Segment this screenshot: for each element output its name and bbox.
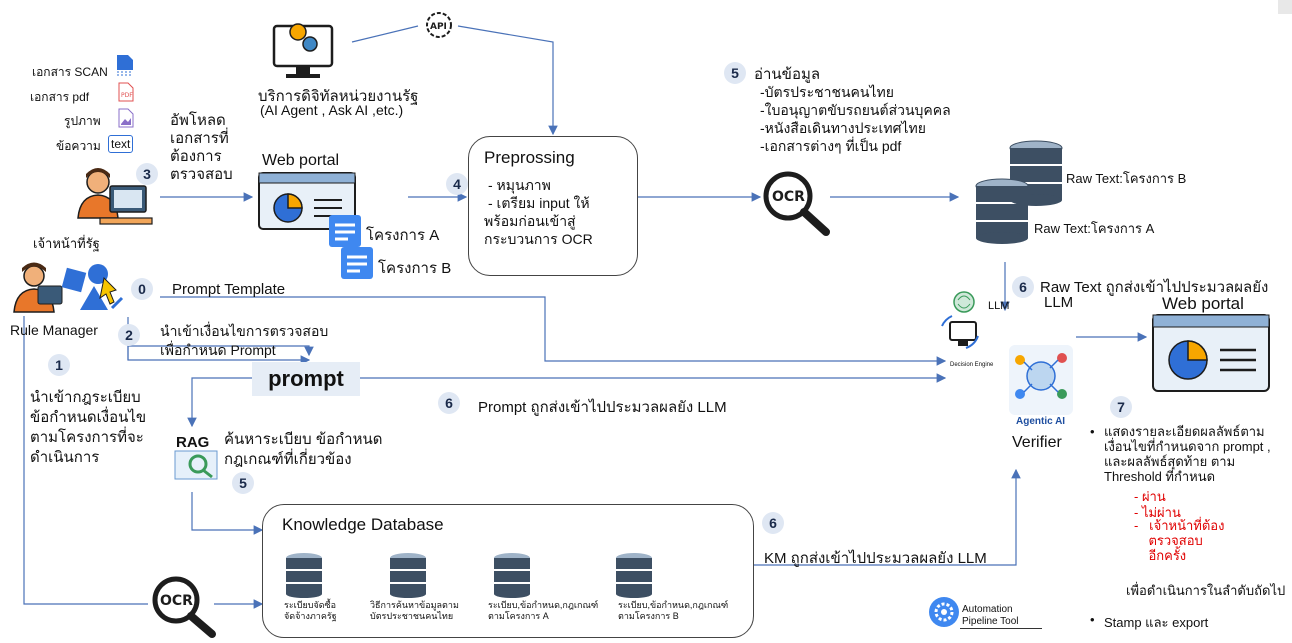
text-badge: text (108, 135, 134, 153)
raw-to-llm-label: Raw Text ถูกส่งเข้าไปประมวลผลยัง (1040, 279, 1269, 296)
decision-engine-label: Decision Engine (950, 362, 994, 368)
kdb-db4-label: ระเบียบ,ข้อกำหนด,กฎเกณฑ์ ตามโครงการ B (618, 600, 729, 621)
stamp-export-label: Stamp และ export (1104, 615, 1209, 630)
web-portal-result-icon (1152, 314, 1270, 392)
result-main-text: แสดงรายละเอียดผลลัพธ์ตาม เงื่อนไขที่กำหน… (1104, 424, 1271, 484)
read-data-line2: -ใบอนุญาตขับรถยนต์ส่วนบุคคล (760, 102, 951, 118)
km-to-llm-label: KM ถูกส่งเข้าไปประมวลผลยัง LLM (764, 550, 987, 567)
kdb-db1-icon (284, 552, 324, 598)
ocr-bottom-label: OCR (160, 593, 193, 609)
kdb-title: Knowledge Database (282, 515, 444, 534)
step-6-km-badge: 6 (762, 512, 784, 534)
prompt-to-llm-label: Prompt ถูกส่งเข้าไปประมวลผลยัง LLM (478, 399, 727, 416)
decision-engine-icon (936, 290, 984, 362)
pdf-file-icon: PDF (118, 82, 134, 102)
gov-service-sub: (AI Agent , Ask AI ,etc.) (260, 102, 404, 118)
result-next: เพื่อดำเนินการในลำดับถัดไป (1126, 583, 1286, 598)
rag-search-icon (174, 450, 218, 480)
step-1-badge: 1 (48, 354, 70, 376)
import-rules-label: นำเข้ากฎระเบียบ ข้อกำหนดเงื่อนไข ตามโครง… (30, 389, 147, 466)
official-person-icon (74, 168, 154, 232)
automation-underline (960, 628, 1042, 629)
prompt-box: prompt (252, 362, 360, 396)
image-file-icon (118, 108, 134, 128)
raw-text-b-database-icon (1008, 140, 1064, 206)
prompt-template-label: Prompt Template (172, 281, 286, 298)
project-b-label: โครงการ B (378, 260, 452, 277)
preprocessing-box (468, 136, 638, 276)
file-scan-icon (116, 54, 134, 78)
step-6-raw-badge: 6 (1012, 276, 1034, 298)
step-5-rag-badge: 5 (232, 472, 254, 494)
web-portal-top-label: Web portal (262, 152, 340, 169)
preprocess-title: Preprossing (484, 148, 575, 167)
preprocess-line1: - หมุนภาพ (488, 177, 551, 193)
raw-text-a-label: Raw Text:โครงการ A (1034, 221, 1155, 236)
web-portal-icon (258, 172, 356, 230)
doc-pdf-label: เอกสาร pdf (30, 90, 90, 104)
raw-llm-word: LLM (1044, 294, 1074, 311)
verifier-label: Verifier (1012, 434, 1062, 451)
result-pass: - ผ่าน (1134, 489, 1166, 504)
step-3-badge: 3 (136, 163, 158, 185)
step-5-top-badge: 5 (724, 62, 746, 84)
preprocess-line2: - เตรียม input ให้ (488, 195, 590, 211)
rule-manager-icon (8, 262, 126, 320)
rag-label: RAG (176, 434, 210, 451)
kdb-db4-icon (614, 552, 654, 598)
result-bullet: • (1090, 424, 1095, 439)
raw-text-a-database-icon (974, 178, 1030, 244)
automation-gear-icon (928, 596, 960, 628)
upload-label: อัพโหลด เอกสารที่ ต้องการ ตรวจสอบ (170, 112, 233, 183)
agentic-ai-icon (1008, 344, 1074, 416)
result-fail: - ไม่ผ่าน (1134, 505, 1181, 520)
kdb-db2-label: วิธีการค้นหาข้อมูลตาม บัตรประชาชนคนไทย (370, 600, 459, 621)
step-7-badge: 7 (1110, 396, 1132, 418)
official-label: เจ้าหน้าที่รัฐ (33, 236, 100, 251)
project-a-doc-icon (328, 214, 362, 248)
kdb-db3-label: ระเบียบ,ข้อกำหนด,กฎเกณฑ์ ตามโครงการ A (488, 600, 599, 621)
rule-manager-label: Rule Manager (10, 322, 98, 338)
decision-llm-label: LLM (988, 300, 1010, 312)
doc-text-label: ข้อความ (56, 139, 101, 153)
project-b-doc-icon (340, 246, 374, 280)
result-review: - เจ้าหน้าที่ต้อง ตรวจสอบ อีกครั้ง (1134, 518, 1225, 563)
api-gear-icon: API (424, 10, 454, 40)
web-portal-right-label: Web portal (1162, 294, 1244, 313)
read-data-title: อ่านข้อมูล (754, 66, 821, 83)
raw-text-b-label: Raw Text:โครงการ B (1066, 171, 1187, 186)
rag-search-label: ค้นหาระเบียบ ข้อกำหนด กฎเกณฑ์ที่เกี่ยวข้… (224, 431, 383, 468)
doc-scan-label: เอกสาร SCAN (32, 65, 108, 79)
stamp-bullet: • (1090, 612, 1095, 627)
api-label: API (430, 22, 447, 32)
svg-text:PDF: PDF (121, 92, 133, 99)
step-2-badge: 2 (118, 324, 140, 346)
project-a-label: โครงการ A (366, 227, 440, 244)
ocr-magnifier-icon: OCR (760, 170, 832, 236)
rule-input-label: นำเข้าเงื่อนไขการตรวจสอบ เพื่อกำหนด Prom… (160, 323, 329, 358)
step-4-badge: 4 (446, 173, 468, 195)
automation-label: Automation Pipeline Tool (962, 604, 1019, 627)
read-data-line1: -บัตรประชาชนคนไทย (760, 84, 894, 100)
gov-service-title: บริการดิจิทัลหน่วยงานรัฐ (258, 88, 419, 105)
read-data-line3: -หนังสือเดินทางประเทศไทย (760, 120, 926, 136)
ocr-label: OCR (772, 189, 805, 205)
agentic-ai-label: Agentic AI (1016, 416, 1066, 427)
ocr-bottom-magnifier-icon: OCR (148, 574, 218, 638)
step-0-badge: 0 (131, 278, 153, 300)
kdb-db1-label: ระเบียบจัดซื้อ จัดจ้างภาครัฐ (284, 600, 337, 621)
scroll-corner[interactable] (1278, 0, 1292, 14)
preprocess-line3: พร้อมก่อนเข้าสู่ (484, 213, 576, 229)
kdb-db3-icon (492, 552, 532, 598)
step-6-prompt-badge: 6 (438, 392, 460, 414)
kdb-db2-icon (388, 552, 428, 598)
read-data-line4: -เอกสารต่างๆ ที่เป็น pdf (760, 138, 902, 154)
doc-image-label: รูปภาพ (64, 114, 101, 128)
preprocess-line4: กระบวนการ OCR (484, 231, 593, 247)
monitor-gears-icon (268, 18, 340, 80)
